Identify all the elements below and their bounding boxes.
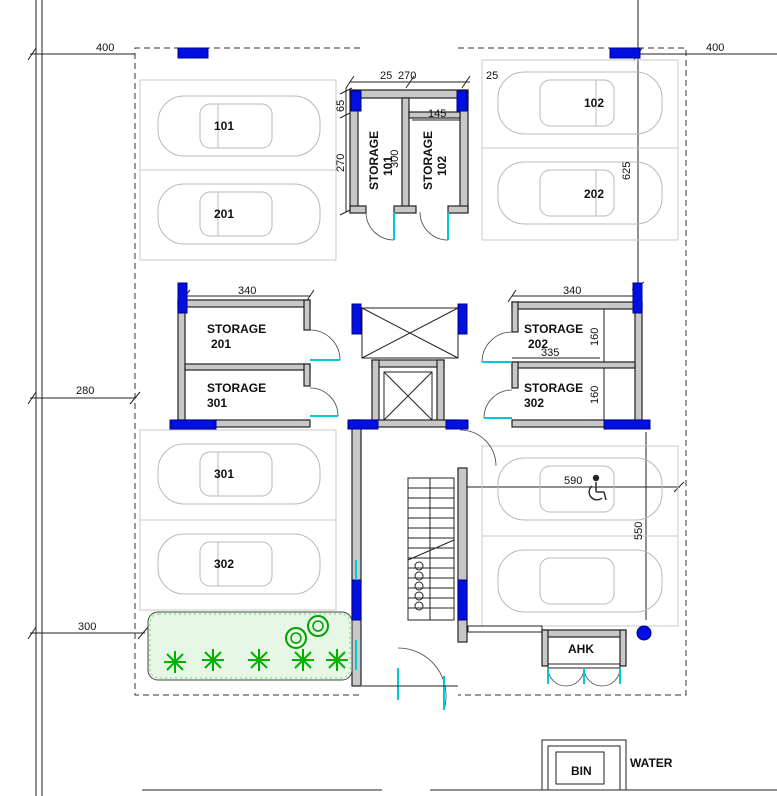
storage-201-label: STORAGE — [207, 322, 266, 336]
car-201 — [157, 183, 321, 245]
dim-storage202-width: 340 — [563, 285, 581, 297]
storage-101-number: 101 — [381, 156, 395, 176]
dim-storage-top-left: 25 — [380, 70, 392, 82]
parking-number-101: 101 — [214, 119, 234, 133]
entrance-door — [362, 647, 458, 711]
central-void — [351, 303, 468, 359]
wheelchair-icon — [588, 474, 607, 501]
storage-101-label: STORAGE — [367, 131, 381, 190]
parking-bays — [139, 59, 679, 627]
palm-plant-icon — [248, 649, 270, 671]
storage-202-number: 202 — [528, 337, 548, 351]
palm-plant-icon — [164, 651, 186, 673]
storage-202-302-block — [481, 282, 651, 430]
stair-core — [347, 419, 497, 687]
lift-shaft — [371, 359, 445, 427]
storage-302-label: STORAGE — [524, 381, 583, 395]
parking-number-301: 301 — [214, 467, 234, 481]
dim-right-550: 550 — [633, 522, 645, 540]
storage-301-label: STORAGE — [207, 381, 266, 395]
car-302 — [157, 533, 321, 595]
storage-201-301-block — [169, 282, 341, 430]
car-lower-right — [497, 549, 663, 613]
dim-left-280: 280 — [76, 385, 94, 397]
palm-plant-icon — [292, 649, 314, 671]
car-outlines — [157, 71, 663, 613]
parking-number-202: 202 — [584, 187, 604, 201]
dim-storage-side-65: 65 — [335, 100, 347, 112]
room-labels: STORAGE 101 STORAGE 102 STORAGE 201 STOR… — [207, 131, 673, 778]
perimeter-columns — [168, 47, 652, 641]
bin-enclosure — [541, 739, 627, 791]
storage-102-number: 102 — [435, 156, 449, 176]
dim-top-left: 400 — [96, 42, 114, 54]
dim-right-625: 625 — [621, 162, 633, 180]
palm-plant-icon — [326, 649, 348, 671]
dim-left-300: 300 — [78, 621, 96, 633]
building-outline — [134, 47, 687, 696]
car-301 — [157, 443, 321, 505]
parking-number-102: 102 — [584, 96, 604, 110]
bin-label: BIN — [571, 764, 592, 778]
car-102 — [497, 71, 663, 135]
dim-storage201-width: 340 — [238, 285, 256, 297]
storage-202-label: STORAGE — [524, 322, 583, 336]
dimension-labels: 400 400 25 270 25 65 270 300 145 625 340… — [76, 42, 724, 633]
parking-number-302: 302 — [214, 557, 234, 571]
car-upper-right-accessible — [497, 457, 663, 521]
storage-102-label: STORAGE — [421, 131, 435, 190]
car-101 — [157, 95, 321, 157]
dim-storage-inner-300: 300 — [389, 150, 401, 168]
car-202 — [497, 161, 663, 225]
storage-301-number: 301 — [207, 396, 227, 410]
dim-storage-mid-335: 335 — [541, 347, 559, 359]
water-label: WATER — [630, 756, 673, 770]
dim-storage-inner-145: 145 — [428, 108, 446, 120]
dim-storage302-h: 160 — [589, 386, 601, 404]
parking-numbers: 101 201 301 302 102 202 — [214, 96, 604, 571]
storage-302-number: 302 — [524, 396, 544, 410]
shrub-icon — [285, 615, 329, 649]
dim-storage-top-mid: 270 — [398, 70, 416, 82]
dim-storage202-h: 160 — [589, 328, 601, 346]
storage-201-number: 201 — [211, 337, 231, 351]
parking-number-201: 201 — [214, 207, 234, 221]
dim-storage-side-270: 270 — [335, 154, 347, 172]
ahk-label: AHK — [568, 642, 594, 656]
ahk-room — [467, 625, 627, 687]
storage-101-102-block — [349, 89, 469, 241]
dim-ramp-590: 590 — [564, 475, 582, 487]
dim-storage-top-right: 25 — [486, 70, 498, 82]
stair-flight — [407, 477, 455, 621]
dim-top-right: 400 — [706, 42, 724, 54]
planter — [147, 611, 353, 681]
palm-plant-icon — [202, 649, 224, 671]
